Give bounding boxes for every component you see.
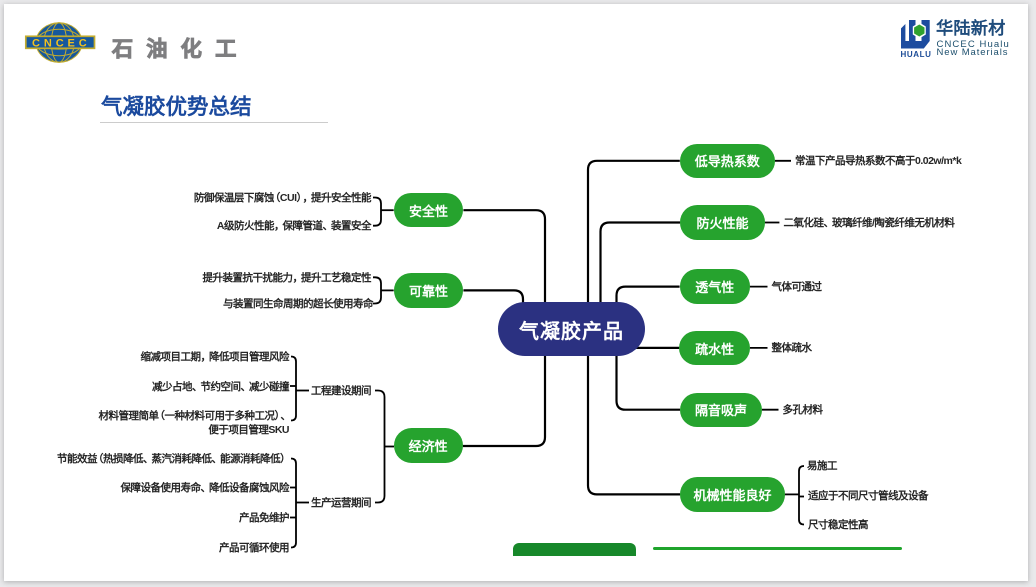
svg-text:CNCEC Hualu: CNCEC Hualu [937, 39, 1010, 50]
svg-text:CNCEC: CNCEC [32, 38, 91, 50]
svg-text:华陆新材: 华陆新材 [936, 18, 1006, 38]
svg-text:New Materials: New Materials [937, 47, 1009, 58]
svg-text:HUALU: HUALU [901, 50, 932, 59]
